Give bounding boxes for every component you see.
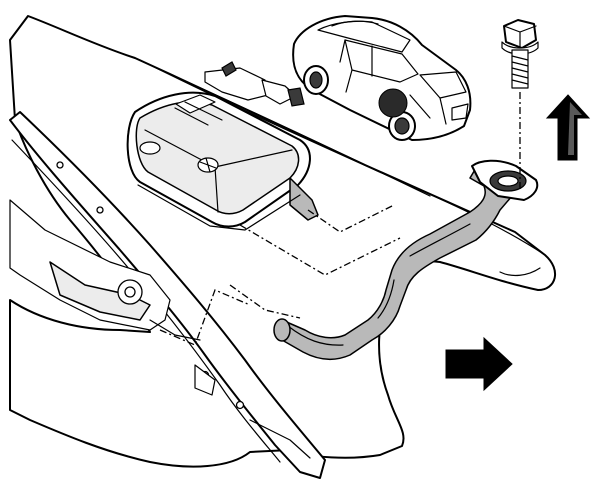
engine-cover xyxy=(126,61,319,231)
up-arrow-icon xyxy=(545,94,591,161)
vehicle-locator xyxy=(292,15,472,141)
assembly-leader-lines xyxy=(159,92,521,346)
location-marker xyxy=(378,88,408,118)
right-arrow-icon xyxy=(445,336,513,392)
mounting-bolt xyxy=(501,19,539,89)
ventilation-hose xyxy=(273,159,539,360)
wheel-housing-panel xyxy=(9,111,326,479)
